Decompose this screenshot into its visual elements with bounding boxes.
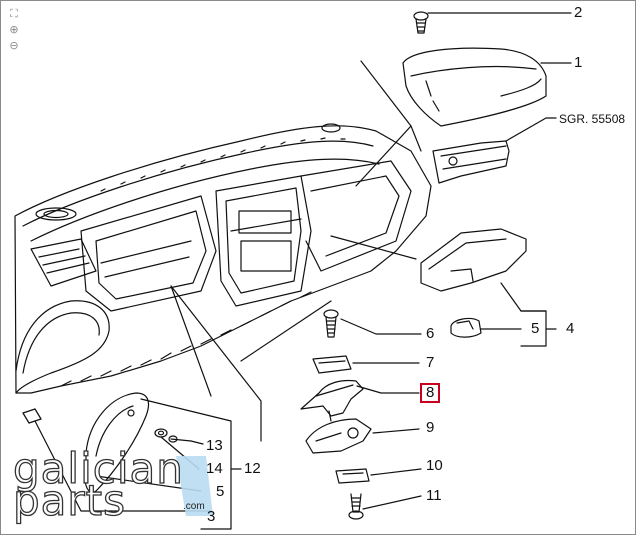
callout-12[interactable]: 12 [244,460,261,477]
zoom-out-icon[interactable]: ⊖ [9,39,19,52]
part-11-screw [348,493,422,520]
fullscreen-icon[interactable]: ⛶ [10,7,18,20]
callout-13[interactable]: 13 [206,437,223,454]
callout-sgr-55508[interactable]: SGR. 55508 [559,112,626,126]
part-1-cover [402,47,572,127]
zoom-toolbar: ⛶ ⊕ ⊖ [7,7,23,55]
callout-1[interactable]: 1 [574,54,583,71]
part-sgr-box [432,117,557,184]
callout-6[interactable]: 6 [426,325,435,342]
part-6-screw [323,309,422,338]
part-4-duct [420,228,547,312]
part-12-panel [84,392,242,530]
part-5-clip [450,317,522,338]
watermark-line-2: parts [12,476,127,525]
part-cylinder [22,408,212,512]
zoom-in-icon[interactable]: ⊕ [9,23,19,36]
callout-2[interactable]: 2 [574,4,583,21]
part-10-nut [335,468,422,484]
callout-8-highlighted[interactable]: 8 [420,383,441,403]
callout-5-clip[interactable]: 5 [531,320,540,337]
watermark-line-1: galician [12,444,184,493]
callout-11[interactable]: 11 [426,487,442,504]
part-8-cover [300,379,420,422]
part-13-bolt [168,435,204,445]
callout-4[interactable]: 4 [566,320,575,337]
part-14-washer [154,428,168,438]
callout-5-lower[interactable]: 5 [216,483,225,500]
watermark-suffix: .com [183,501,205,512]
callout-10[interactable]: 10 [426,457,443,474]
callout-3[interactable]: 3 [207,508,216,525]
part-7-clip [312,355,420,374]
callout-7[interactable]: 7 [426,354,435,371]
part-2-screw [413,11,572,34]
callout-9[interactable]: 9 [426,419,435,436]
dashboard-body [14,123,432,394]
galicianparts-watermark: galician parts .com [12,444,223,525]
callout-14[interactable]: 14 [206,460,223,477]
part-9-cover [305,418,420,454]
